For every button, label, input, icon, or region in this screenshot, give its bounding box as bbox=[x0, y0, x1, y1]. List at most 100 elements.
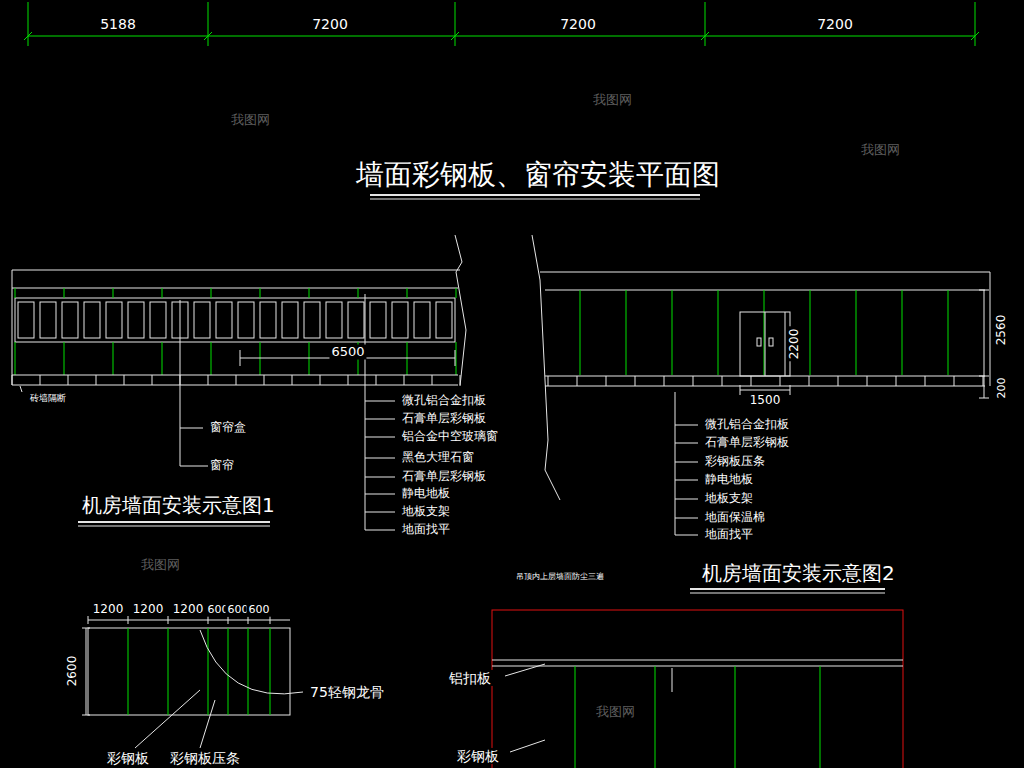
leader-tick bbox=[675, 480, 698, 481]
dimension-tick bbox=[128, 616, 129, 624]
drawing-label: 彩钢板 bbox=[105, 750, 151, 766]
drawing-label: 2200 bbox=[788, 327, 802, 362]
floor-block bbox=[432, 375, 433, 385]
floor-block bbox=[40, 375, 41, 385]
floor-block bbox=[577, 376, 578, 386]
extension-line bbox=[975, 2, 976, 46]
dimension-tick bbox=[168, 616, 169, 624]
ceiling-line bbox=[12, 288, 458, 289]
ceiling-line bbox=[492, 666, 903, 667]
leader-arrow bbox=[505, 664, 545, 676]
watermark: 我图网 bbox=[231, 113, 270, 128]
dimension-tick bbox=[228, 616, 229, 624]
heading-underline bbox=[78, 526, 270, 527]
ceiling-line bbox=[545, 290, 985, 291]
window-pane bbox=[304, 302, 320, 338]
panel-joint bbox=[655, 666, 656, 768]
drawing-label: 1500 bbox=[748, 394, 783, 408]
heading-underline bbox=[690, 588, 885, 590]
leader-tick bbox=[675, 443, 698, 444]
floor-block bbox=[606, 376, 607, 386]
drawing-label: 铝合金中空玻璃窗 bbox=[400, 430, 500, 444]
window-pane bbox=[106, 302, 122, 338]
door-leaf bbox=[765, 312, 766, 376]
leader-tick bbox=[365, 494, 395, 495]
floor-block bbox=[208, 375, 209, 385]
drawing-label: 地面保温棉 bbox=[703, 511, 767, 525]
floor-block bbox=[780, 376, 781, 386]
heading-underline bbox=[690, 593, 885, 594]
dimension-tick bbox=[979, 376, 989, 377]
panel-joint bbox=[113, 288, 114, 298]
door-handle bbox=[757, 338, 761, 346]
dimension-line bbox=[28, 36, 975, 37]
panel-joint bbox=[626, 290, 627, 375]
panel-joint bbox=[764, 290, 765, 375]
panel-joint bbox=[260, 288, 261, 298]
wall-outline bbox=[12, 270, 13, 385]
drawing-label: 彩钢板压条 bbox=[703, 455, 767, 469]
door bbox=[740, 312, 790, 376]
drawing-label: 彩钢板压条 bbox=[168, 750, 242, 766]
extension-line bbox=[208, 2, 209, 46]
drawing-label: 地面找平 bbox=[400, 523, 452, 537]
panel-joint bbox=[856, 290, 857, 375]
drawing-label: 2560 bbox=[995, 313, 1009, 348]
leader-tick bbox=[365, 458, 395, 459]
window-pane bbox=[194, 302, 210, 338]
dimension-tick bbox=[82, 628, 90, 629]
panel-joint bbox=[64, 342, 65, 375]
drawing-label: 微孔铝合金扣板 bbox=[703, 418, 791, 432]
drawing-label: 200 bbox=[996, 376, 1009, 401]
leader-line bbox=[20, 386, 22, 392]
panel-joint bbox=[672, 290, 673, 375]
leader-tick bbox=[180, 428, 203, 429]
drawing-label: 7200 bbox=[558, 16, 598, 32]
panel-joint bbox=[208, 628, 209, 715]
leader-tick bbox=[365, 401, 395, 402]
window-pane bbox=[238, 302, 254, 338]
floor-block bbox=[664, 376, 665, 386]
heading-underline bbox=[78, 521, 270, 523]
dimension-tick bbox=[82, 715, 90, 716]
panel-joint bbox=[358, 288, 359, 298]
wall-outline bbox=[540, 272, 990, 273]
drawing-label: 黑色大理石窗 bbox=[400, 451, 476, 465]
panel-joint bbox=[211, 342, 212, 375]
leader-line bbox=[200, 700, 215, 748]
dimension-tick bbox=[979, 398, 989, 399]
floor-block bbox=[635, 376, 636, 386]
dimension-tick bbox=[701, 32, 709, 40]
extension-line bbox=[455, 2, 456, 46]
panel-joint bbox=[162, 342, 163, 375]
title-underline bbox=[370, 194, 700, 196]
panel-joint bbox=[15, 288, 16, 298]
floor-block bbox=[376, 375, 377, 385]
leader-tick bbox=[365, 419, 395, 420]
drawing-label: 600 bbox=[247, 604, 272, 617]
panel-joint bbox=[162, 288, 163, 298]
drawing-label: 窗帘盒 bbox=[208, 421, 248, 435]
drawing-label: 吊顶内上层墙面防尘三遍 bbox=[514, 572, 606, 581]
floor-line bbox=[545, 376, 985, 377]
floor-block bbox=[264, 375, 265, 385]
break-line bbox=[455, 235, 466, 386]
panel-joint bbox=[128, 628, 129, 715]
watermark: 我图网 bbox=[141, 558, 180, 573]
dimension-line bbox=[984, 290, 985, 398]
floor-line bbox=[12, 385, 458, 386]
leader-line bbox=[180, 300, 181, 466]
window-frame bbox=[15, 298, 455, 342]
drawing-label: 铝扣板 bbox=[447, 670, 493, 686]
floor-line bbox=[12, 375, 458, 376]
leader-tick bbox=[675, 535, 698, 536]
panel-joint bbox=[270, 628, 271, 715]
dimension-tick bbox=[270, 616, 271, 624]
leader-line bbox=[675, 392, 676, 535]
floor-block bbox=[838, 376, 839, 386]
leader-tick bbox=[675, 425, 698, 426]
floor-block bbox=[954, 376, 955, 386]
panel-joint bbox=[456, 288, 457, 298]
break-line bbox=[532, 235, 560, 500]
drawing-label: 石膏单层彩钢板 bbox=[400, 412, 488, 426]
